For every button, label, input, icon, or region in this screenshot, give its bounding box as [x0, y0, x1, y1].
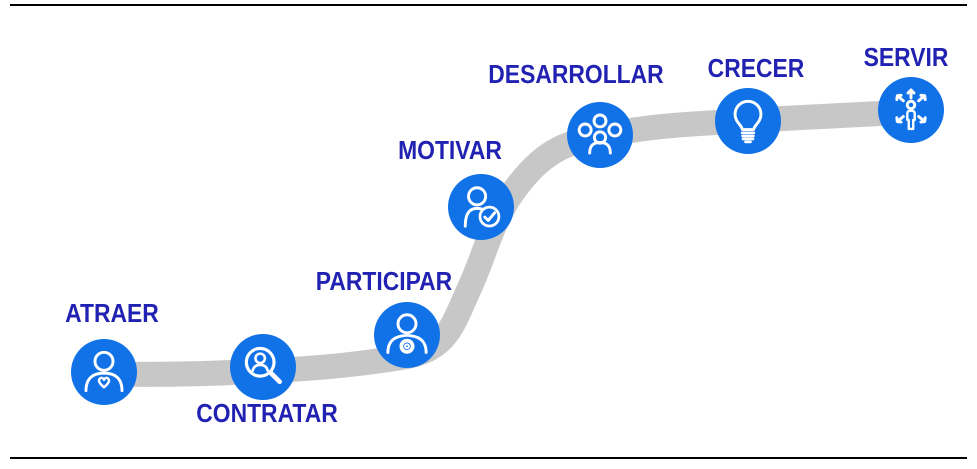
stage-node-servir: [878, 77, 944, 143]
stage-node-atraer: [71, 339, 137, 405]
person-search-icon: [244, 346, 283, 385]
bottom-border-line: [10, 457, 967, 459]
stage-node-contratar: [230, 334, 296, 400]
person-heart-icon: [84, 350, 124, 393]
stage-label-motivar: MOTIVAR: [398, 135, 502, 165]
stage-node-crecer: [715, 88, 781, 154]
person-arrows-icon: [895, 88, 927, 131]
stage-node-motivar: [448, 174, 514, 240]
stage-label-servir: SERVIR: [863, 42, 949, 72]
stage-label-participar: PARTICIPAR: [315, 266, 453, 296]
stage-label-desarrollar: DESARROLLAR: [488, 59, 664, 89]
person-gear-icon: [386, 313, 428, 356]
top-border-line: [10, 4, 967, 6]
stage-node-desarrollar: [567, 102, 633, 168]
stage-label-crecer: CRECER: [707, 53, 805, 83]
lightbulb-icon: [733, 99, 763, 144]
stage-node-participar: [374, 302, 440, 368]
team-network-icon: [577, 113, 623, 155]
stage-label-contratar: CONTRATAR: [196, 398, 338, 428]
person-check-icon: [463, 186, 501, 228]
stage-label-atraer: ATRAER: [65, 298, 159, 328]
